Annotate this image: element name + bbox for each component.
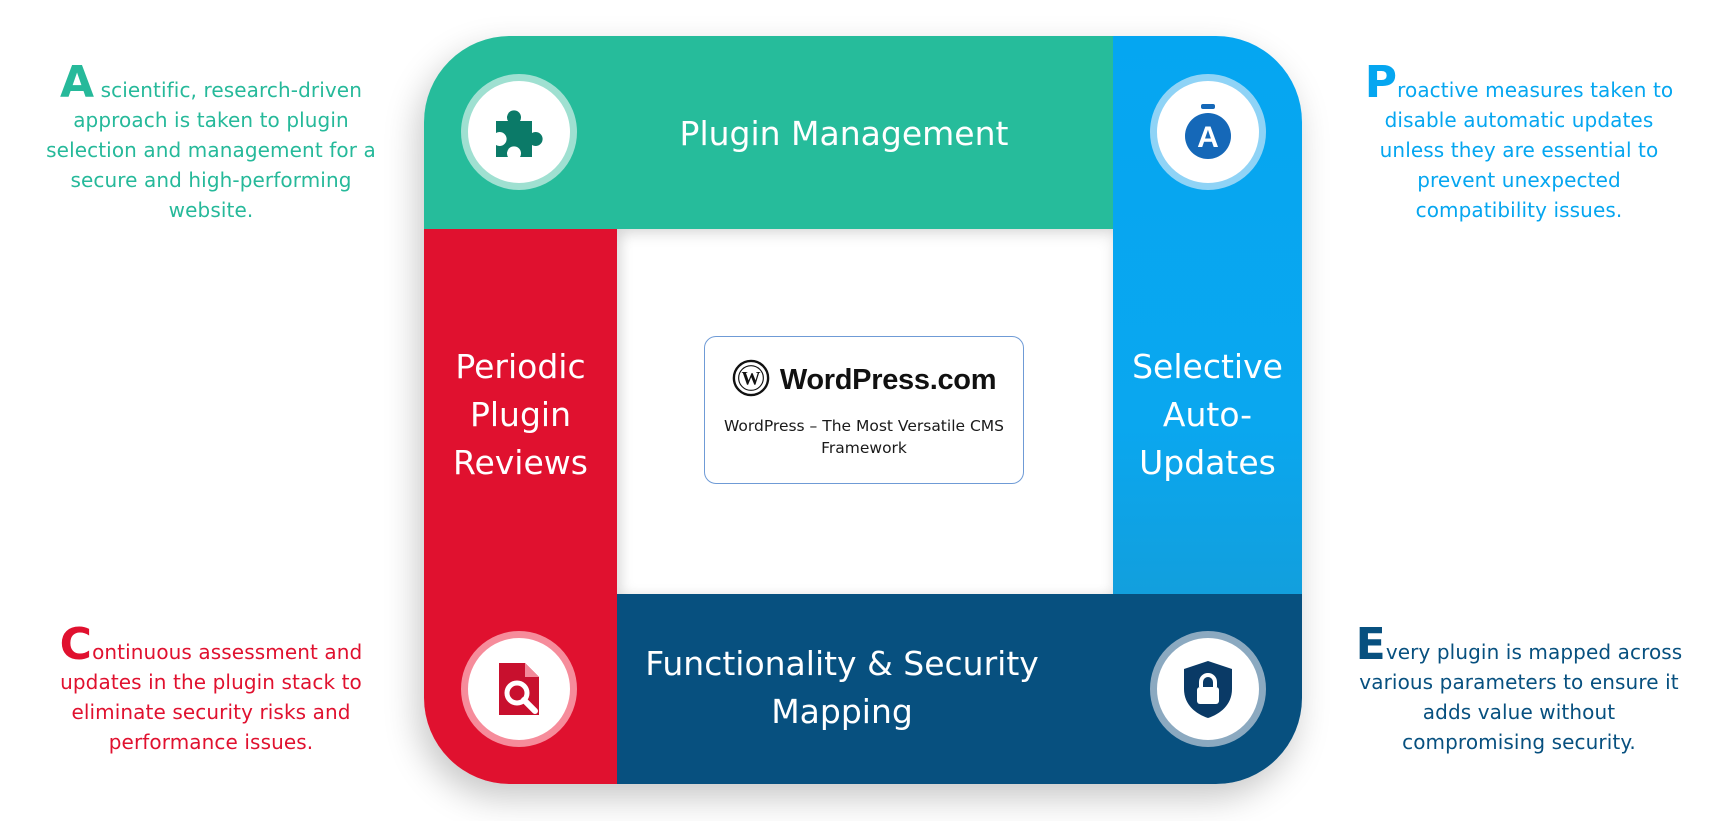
drop-cap: C <box>59 619 93 670</box>
wordpress-logo-icon: W <box>732 359 770 401</box>
segment-title-plugin-management: Plugin Management <box>679 114 1009 153</box>
svg-text:A: A <box>1197 121 1219 154</box>
document-search-icon <box>461 631 577 747</box>
drop-cap: A <box>59 57 95 108</box>
wordpress-brand: W WordPress.com <box>705 359 1023 401</box>
wordpress-tagline: WordPress – The Most Versatile CMS Frame… <box>724 417 1004 457</box>
shield-lock-icon <box>1150 631 1266 747</box>
svg-text:W: W <box>741 369 760 390</box>
description-text: ontinuous assessment and updates in the … <box>60 640 363 754</box>
wordpress-card: W WordPress.com WordPress – The Most Ver… <box>704 336 1024 484</box>
drop-cap: E <box>1355 619 1386 670</box>
puzzle-piece-icon <box>461 74 577 190</box>
description-text: very plugin is mapped across various par… <box>1359 640 1683 754</box>
description-plugin-management: A scientific, research-driven approach i… <box>46 61 376 225</box>
plugin-process-frame: Plugin Management Selective Auto-Updates… <box>424 36 1302 784</box>
segment-title-functionality-security-mapping: Functionality & Security Mapping <box>645 644 1039 731</box>
description-text: roactive measures taken to disable autom… <box>1379 78 1674 222</box>
drop-cap: P <box>1364 57 1398 108</box>
segment-title-periodic-plugin-reviews: Periodic Plugin Reviews <box>453 347 588 482</box>
segment-title-selective-auto-updates: Selective Auto-Updates <box>1132 347 1283 482</box>
description-periodic-plugin-reviews: Continuous assessment and updates in the… <box>46 623 376 757</box>
description-functionality-security-mapping: Every plugin is mapped across various pa… <box>1354 623 1684 757</box>
stopwatch-a-icon: A <box>1150 74 1266 190</box>
description-selective-auto-updates: Proactive measures taken to disable auto… <box>1354 61 1684 225</box>
brand-name: WordPress.com <box>779 363 997 396</box>
description-text: scientific, research-driven approach is … <box>46 78 376 222</box>
